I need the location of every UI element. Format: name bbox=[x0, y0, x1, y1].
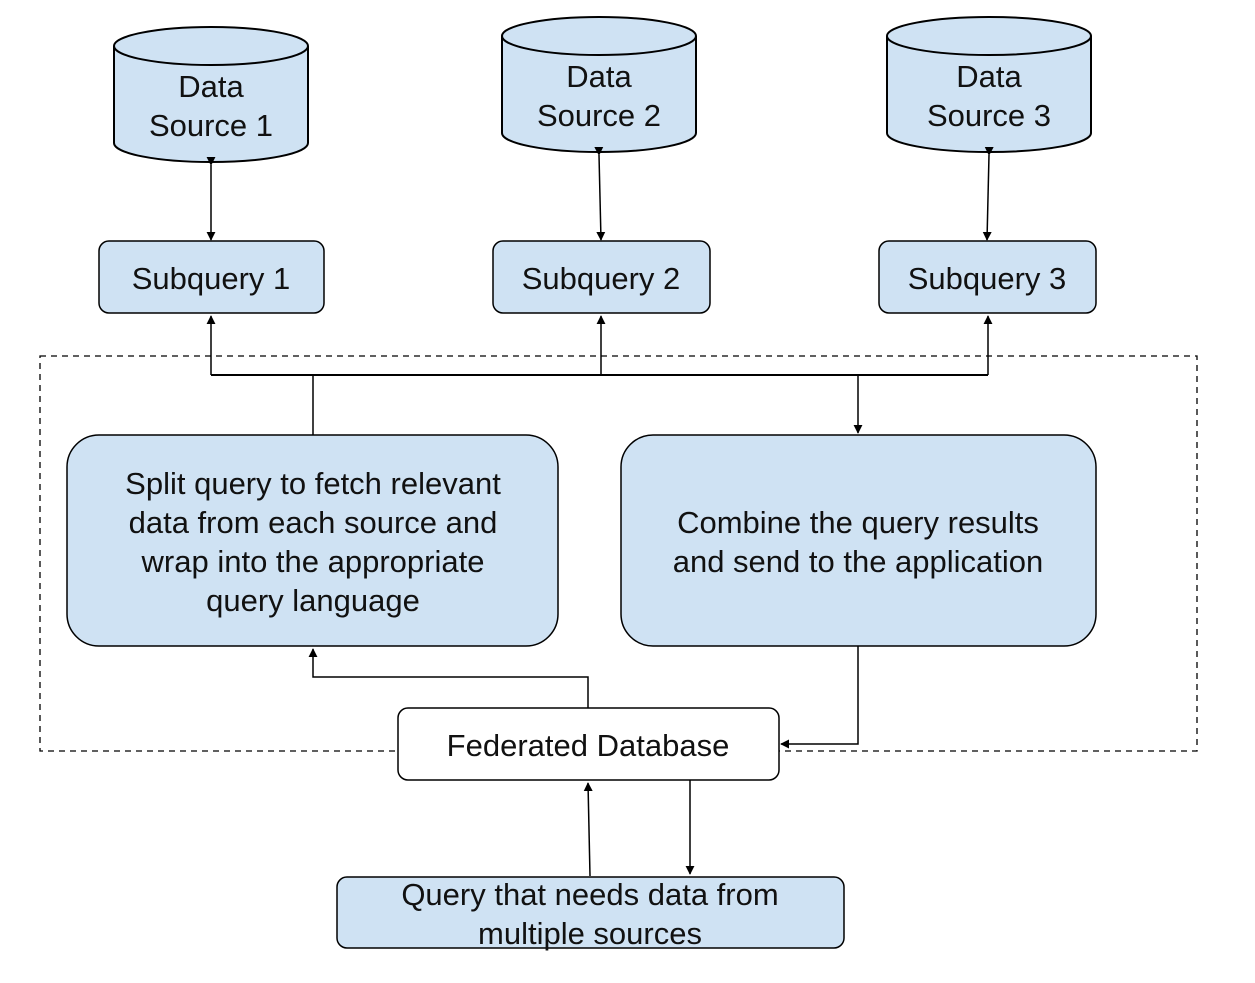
federated-database-box: Federated Database bbox=[397, 707, 780, 781]
arrow-source3-subquery3 bbox=[982, 146, 994, 241]
data-source-2-line2: Source 2 bbox=[537, 98, 661, 133]
data-source-1-line2: Source 1 bbox=[149, 108, 273, 143]
data-source-2-line1: Data bbox=[566, 59, 632, 94]
split-query-line1: Split query to fetch relevant bbox=[125, 466, 501, 501]
subquery-3-box: Subquery 3 bbox=[878, 240, 1097, 314]
combine-results-box: Combine the query results and send to th… bbox=[620, 434, 1097, 647]
combine-results-line1: Combine the query results bbox=[677, 505, 1039, 540]
federated-database-label: Federated Database bbox=[447, 728, 730, 763]
arrow-federated-to-split bbox=[308, 648, 589, 708]
arrow-combine-to-federated bbox=[780, 646, 859, 749]
federation-boundary bbox=[39, 355, 1198, 752]
data-source-3-line2: Source 3 bbox=[927, 98, 1051, 133]
input-query-line2: multiple sources bbox=[478, 916, 702, 951]
data-source-3: Data Source 3 bbox=[886, 16, 1092, 153]
split-query-line3: wrap into the appropriate bbox=[141, 544, 485, 579]
subquery-3-label: Subquery 3 bbox=[908, 261, 1067, 296]
data-source-2: Data Source 2 bbox=[501, 16, 697, 153]
arrow-query-to-federated bbox=[583, 782, 593, 877]
subquery-1-box: Subquery 1 bbox=[98, 240, 325, 314]
subquery-2-label: Subquery 2 bbox=[522, 261, 681, 296]
data-source-1-line1: Data bbox=[178, 69, 244, 104]
subquery-2-box: Subquery 2 bbox=[492, 240, 711, 314]
arrow-source2-subquery2 bbox=[594, 146, 606, 241]
combine-results-line2: and send to the application bbox=[673, 544, 1044, 579]
split-query-line2: data from each source and bbox=[129, 505, 498, 540]
input-query-line1: Query that needs data from bbox=[401, 877, 778, 912]
split-query-box: Split query to fetch relevant data from … bbox=[66, 434, 559, 647]
subquery-1-label: Subquery 1 bbox=[132, 261, 291, 296]
data-source-1: Data Source 1 bbox=[113, 26, 309, 163]
input-query-box: Query that needs data from multiple sour… bbox=[336, 876, 845, 951]
subquery-bus bbox=[206, 315, 993, 435]
split-query-line4: query language bbox=[206, 583, 420, 618]
data-source-3-line1: Data bbox=[956, 59, 1022, 94]
